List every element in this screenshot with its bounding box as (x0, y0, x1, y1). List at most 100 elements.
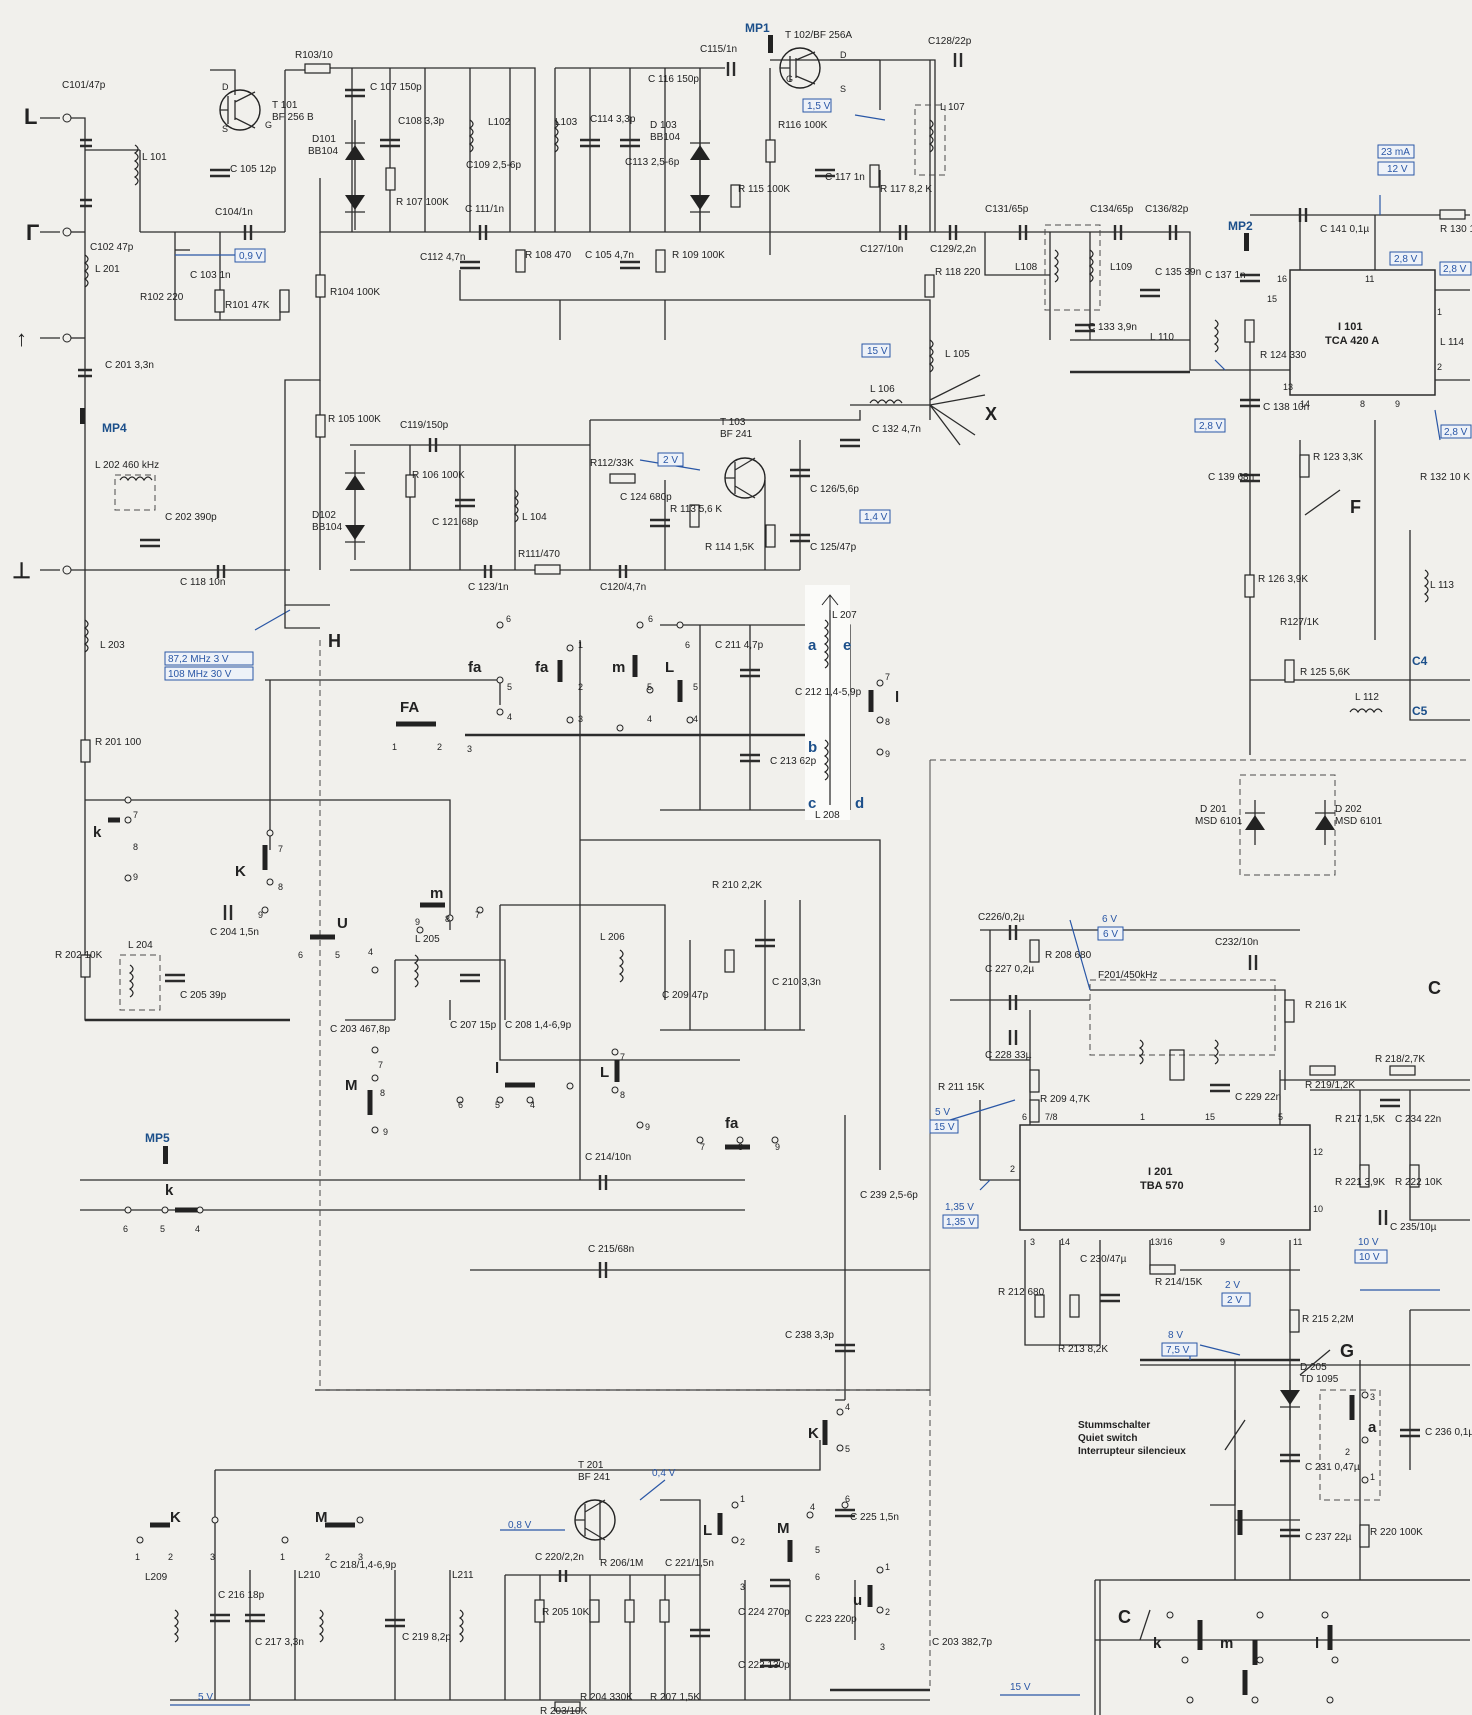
volt-24: 7,5 V (1166, 1345, 1190, 1356)
label-l209: L209 (145, 1572, 168, 1583)
label-c138: C 138 10n (1263, 402, 1309, 413)
label-c208: C 208 1,4-6,9p (505, 1020, 572, 1031)
label-r106: R 106 100K (412, 470, 465, 481)
svg-text:5: 5 (335, 950, 340, 960)
measure-points: MP1 MP2 MP4 MP5 (80, 21, 1253, 1164)
label-c239: C 239 2,5-6p (860, 1190, 918, 1201)
coil-l207-l208 (805, 585, 850, 820)
svg-text:13/16: 13/16 (1150, 1237, 1173, 1247)
volt-28: 15 V (1010, 1682, 1031, 1693)
label-r132: R 132 10 K (1420, 472, 1470, 483)
svg-text:4: 4 (693, 714, 698, 724)
label-r222: R 222 10K (1395, 1177, 1443, 1188)
diode-d202: D 202 MSD 6101 (1315, 800, 1383, 845)
label-c225: C 225 1,5n (850, 1512, 899, 1523)
diodes: D101 BB104 D 103 BB104 D102 BB104 D 201 … (308, 120, 1383, 1420)
label-c135: C 135 39n (1155, 267, 1201, 278)
label-l206: L 206 (600, 932, 625, 943)
label-c5: C5 (1412, 704, 1428, 718)
svg-text:3: 3 (740, 1582, 745, 1592)
label-c102: C102 47p (90, 242, 134, 253)
label-c127: C127/10n (860, 244, 903, 255)
label-l105: L 105 (945, 349, 970, 360)
svg-text:6: 6 (506, 614, 511, 624)
diode-d205-ref: D 205 (1300, 1362, 1327, 1373)
label-c218: C 218/1,4-6,9p (330, 1560, 397, 1571)
component-symbols (78, 53, 1466, 1712)
label-l211: L211 (452, 1570, 474, 1581)
label-l203: L 203 (100, 640, 125, 651)
label-r109: R 109 100K (672, 250, 725, 261)
label-c107: C 107 150p (370, 82, 422, 93)
switch-k-1: k (93, 824, 102, 841)
label-c121: C 121 68p (432, 517, 479, 528)
voltage-annotations: 0,9 V 1,5 V 15 V 2 V 1,4 V 2,8 V 2,8 V 2… (164, 98, 1472, 1703)
label-l104: L 104 (522, 512, 547, 523)
labels-bandswitch: C 211 4,7p C 212 1,4-5,9p C 213 62p L 20… (55, 610, 918, 1341)
switch-m-big-2: M (315, 1509, 328, 1526)
svg-text:10: 10 (1313, 1204, 1323, 1214)
label-c114: C114 3,3p (590, 114, 636, 125)
label-c222: C 222 130p (738, 1660, 790, 1671)
label-c125: C 125/47p (810, 542, 857, 553)
label-r124: R 124 330 (1260, 350, 1307, 361)
label-r114: R 114 1,5K (705, 542, 755, 553)
svg-text:2: 2 (1437, 362, 1442, 372)
label-r126: R 126 3,9K (1258, 574, 1308, 585)
switch-fa-3: fa (725, 1115, 739, 1132)
volt-2: 15 V (867, 346, 888, 357)
labels-if: C226/0,2µ R 208 680 C 227 0,2µ C 228 33µ… (938, 912, 1472, 1543)
svg-text:5: 5 (1278, 1112, 1283, 1122)
label-l114: L 114 (1440, 337, 1464, 348)
svg-text:2: 2 (578, 682, 583, 692)
label-r102: R102 220 (140, 292, 184, 303)
label-c216: C 216 18p (218, 1590, 265, 1601)
svg-text:1: 1 (1370, 1472, 1375, 1482)
label-c217: C 217 3,3n (255, 1637, 304, 1648)
diode-d101-ref: D101 (312, 134, 336, 145)
label-l108: L108 (1015, 262, 1038, 273)
svg-text:D: D (222, 82, 229, 92)
svg-text:4: 4 (845, 1402, 850, 1412)
label-r220: R 220 100K (1370, 1527, 1423, 1538)
switch-u-small: u (853, 1592, 862, 1609)
label-l106: L 106 (870, 384, 895, 395)
label-r103: R103/10 (295, 50, 333, 61)
label-r210: R 210 2,2K (712, 880, 762, 891)
diode-d101-type: BB104 (308, 146, 338, 157)
svg-text:5: 5 (647, 682, 652, 692)
switch-m-big-3: M (777, 1520, 790, 1537)
svg-text:3: 3 (358, 1552, 363, 1562)
switch-l-3: L (703, 1522, 712, 1539)
diode-d201-type: MSD 6101 (1195, 816, 1243, 827)
label-c204: C 204 1,5n (210, 927, 259, 938)
label-c232: C232/10n (1215, 937, 1258, 948)
label-c214: C 214/10n (585, 1152, 631, 1163)
terminal-gamma: Γ (26, 220, 39, 245)
label-c124: C 124 680p (620, 492, 672, 503)
mp1-label: MP1 (745, 21, 770, 35)
transistor-t103-type: BF 241 (720, 429, 753, 440)
label-r218: R 218/2,7K (1375, 1054, 1425, 1065)
label-c221: C 221/1,5n (665, 1558, 714, 1569)
volt-14: 6 V (1103, 929, 1118, 940)
label-c131: C131/65p (985, 204, 1029, 215)
svg-text:S: S (840, 84, 846, 94)
mp2-label: MP2 (1228, 219, 1253, 233)
svg-text:5: 5 (495, 1100, 500, 1110)
label-c119: C119/150p (400, 420, 449, 431)
label-c-bottom: C (1118, 1607, 1131, 1627)
transistor-t102: T 102/BF 256A DGS (779, 30, 852, 94)
ic-i101-type: TCA 420 A (1325, 335, 1379, 347)
label-r208: R 208 680 (1045, 950, 1092, 961)
volt-17: 1,35 V (945, 1202, 974, 1213)
labels-bottom: L209 C 216 18p C 217 3,3n L210 C 218/1,4… (145, 1512, 992, 1715)
label-l110: L 110 (1150, 332, 1174, 343)
svg-text:9: 9 (1220, 1237, 1225, 1247)
svg-text:6: 6 (815, 1572, 820, 1582)
svg-text:G: G (265, 120, 272, 130)
switch-l-small: l (495, 1060, 499, 1077)
switch-m-3: m (1220, 1635, 1233, 1652)
